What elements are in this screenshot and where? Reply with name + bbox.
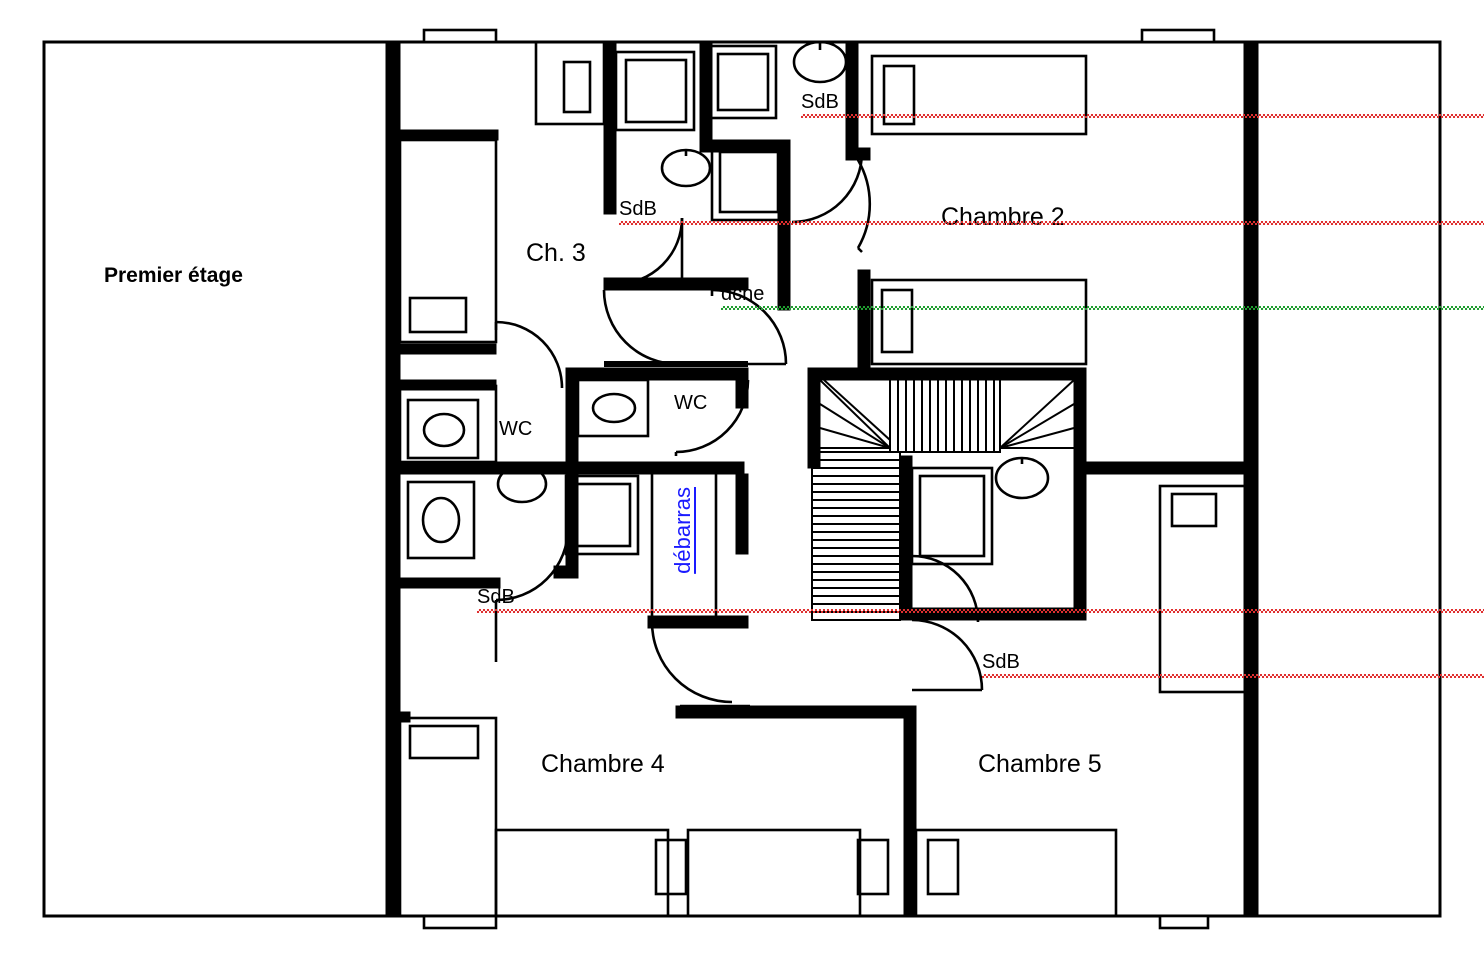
fixtures [398, 28, 1248, 930]
plan-title: Premier étage [104, 264, 243, 287]
room-label-dche: dche [721, 283, 1484, 310]
room-label-ch-3: Ch. 3 [526, 239, 586, 267]
room-label-debarras: débarras [670, 487, 695, 574]
room-label-sdb-ch3: SdB [619, 198, 1484, 225]
room-label-wc-middle: WC [674, 392, 708, 414]
room-label-chambre-2: Chambre 2 [941, 203, 1065, 231]
room-label-chambre-5: Chambre 5 [978, 750, 1102, 778]
door-swings [494, 151, 984, 708]
room-label-wc-left: WC [499, 418, 533, 440]
room-label-sdb-chambre2: SdB [801, 91, 1484, 118]
stairs [811, 373, 1075, 621]
room-label-chambre-4: Chambre 4 [541, 750, 665, 778]
structural-walls [385, 41, 1259, 917]
room-label-sdb-right: SdB [982, 651, 1484, 678]
room-label-sdb-left: SdB [477, 586, 1484, 613]
